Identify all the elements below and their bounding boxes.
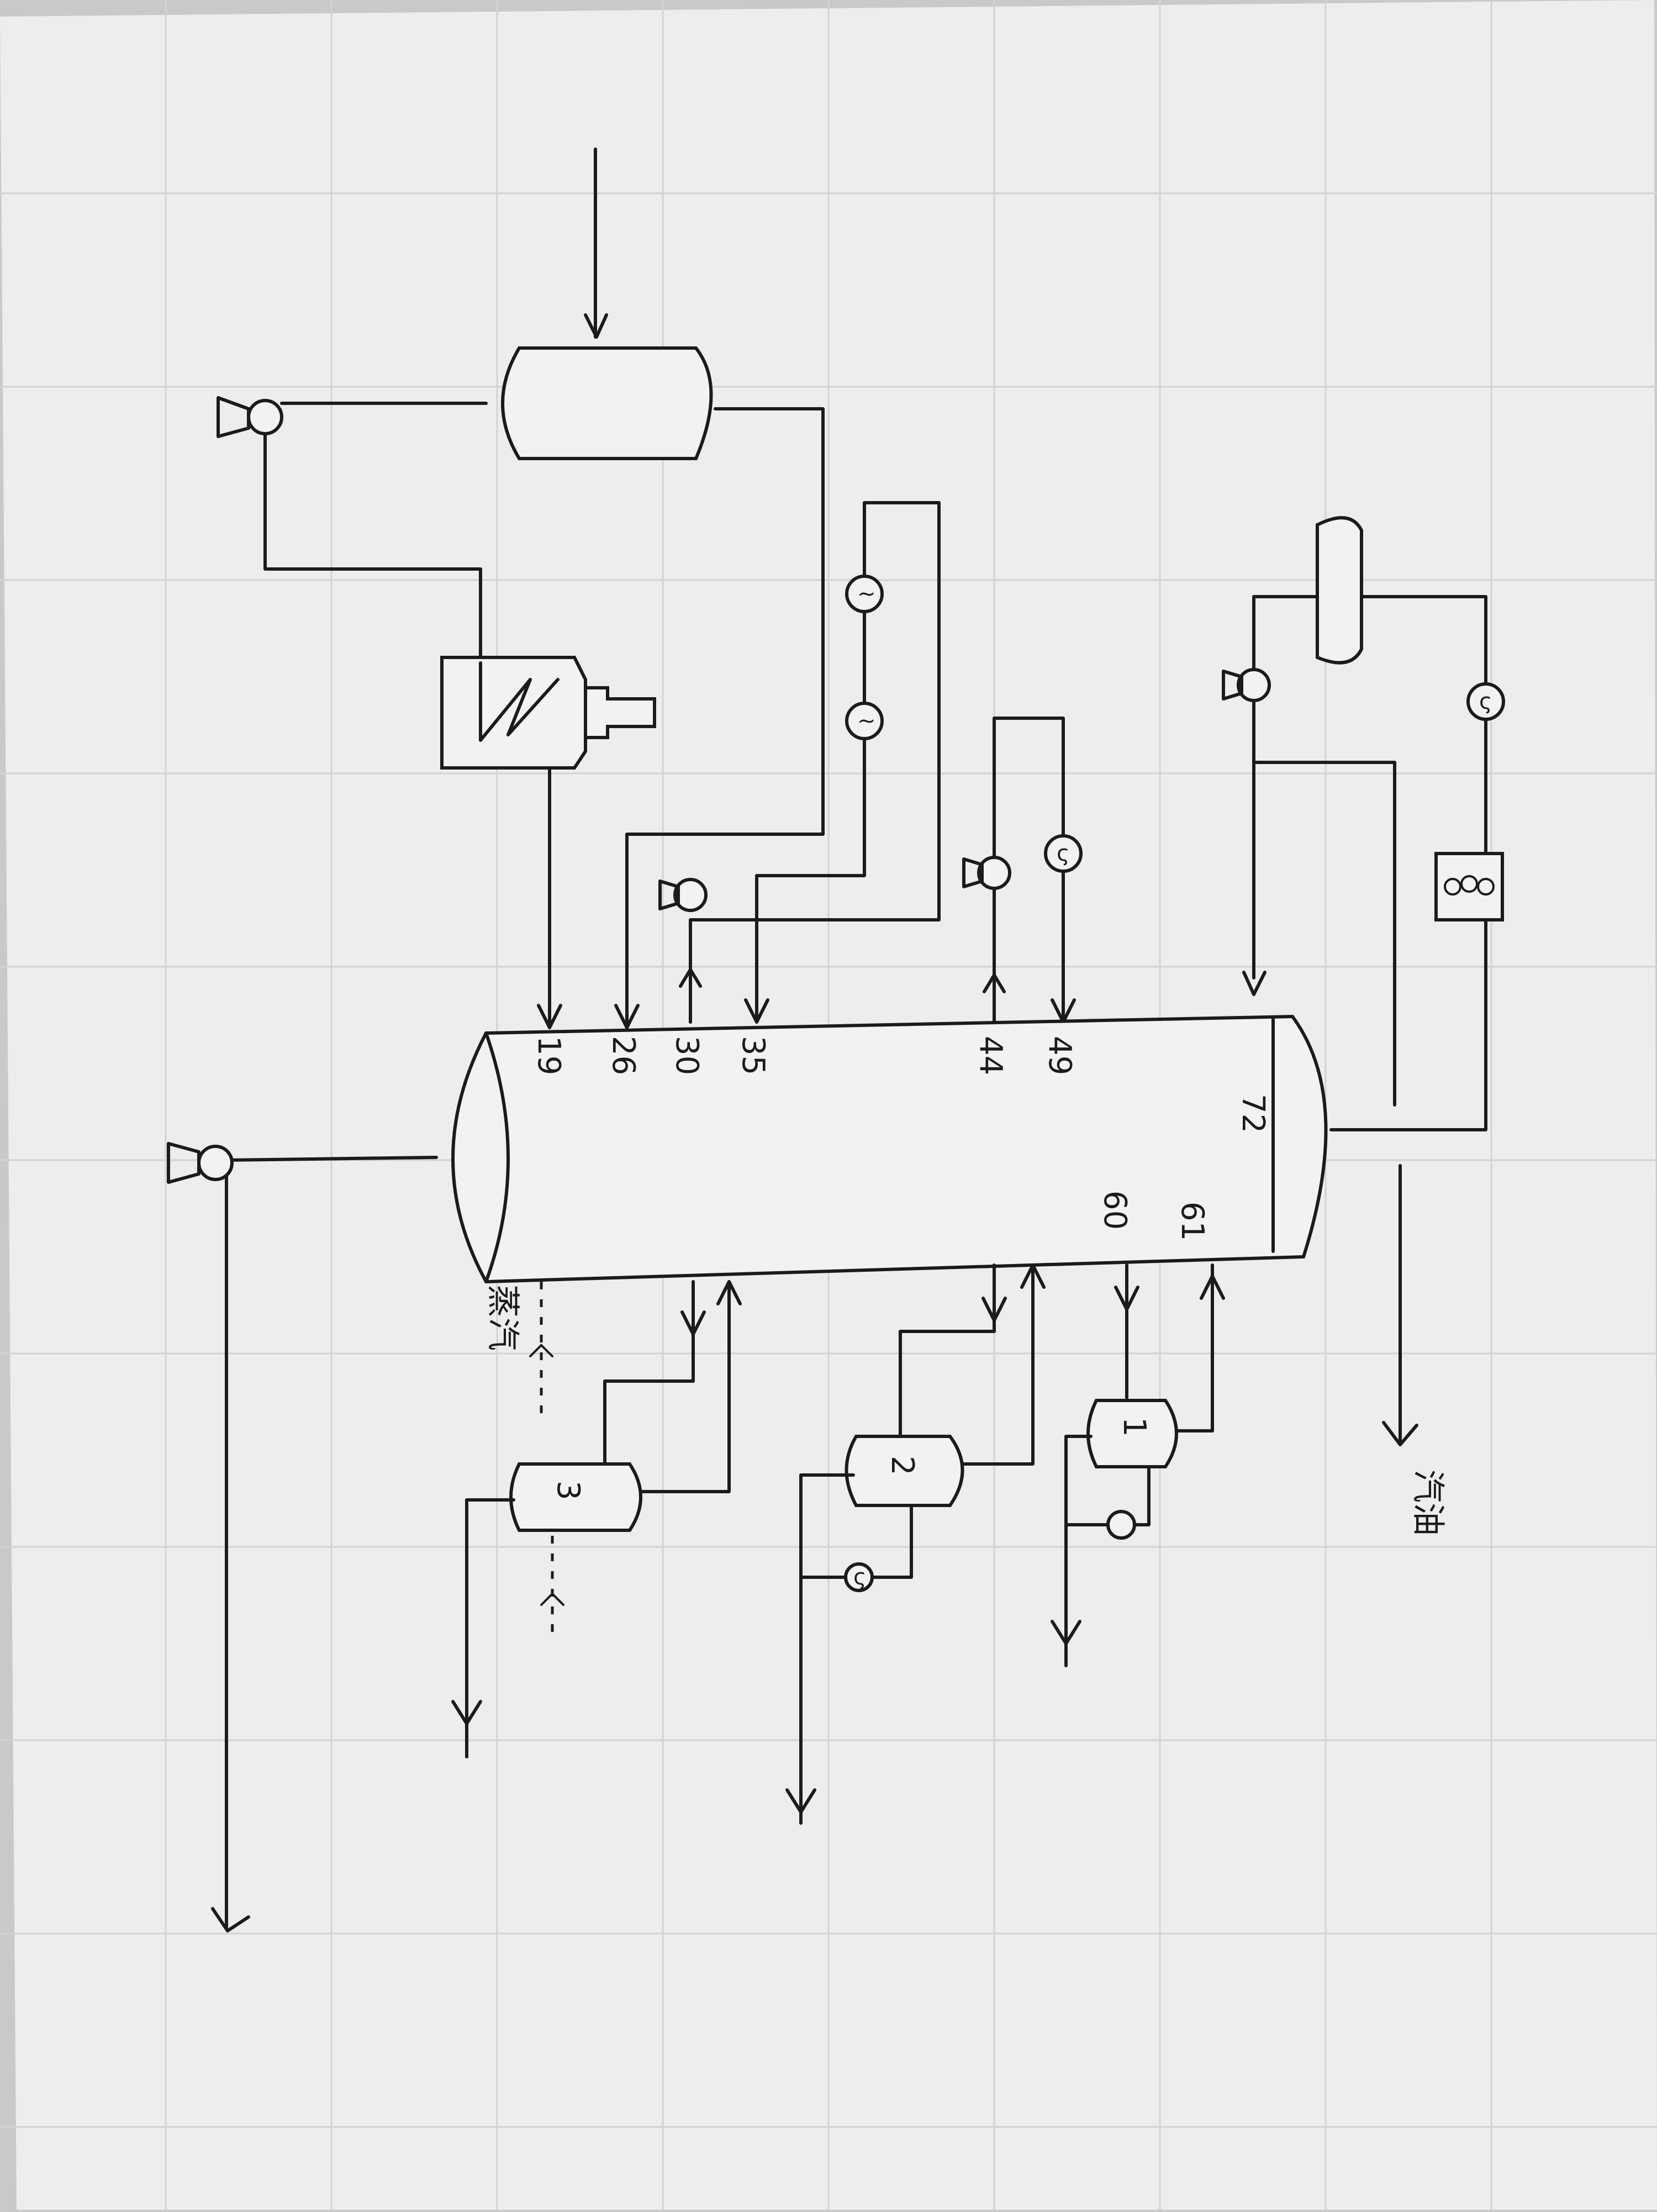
stripper-2-group: 2 <box>785 1263 1046 1825</box>
furnace <box>440 656 587 770</box>
feed-drum <box>501 346 713 460</box>
pump-overhead <box>1237 668 1271 702</box>
exchanger-4 <box>1466 682 1505 721</box>
pump-top-left <box>247 399 283 435</box>
stripper-1-label: 1 <box>1116 1417 1152 1437</box>
gasoline-label: 汽油 <box>1408 1470 1447 1536</box>
feed-drum-group <box>217 148 825 1029</box>
stripper-2-label: 2 <box>884 1456 920 1476</box>
nozzle-44: 44 <box>973 1036 1009 1075</box>
stripper-2 <box>845 1435 964 1507</box>
overhead-drum <box>1316 516 1363 665</box>
exchanger-3-symbol: ς <box>1057 841 1069 866</box>
furnace-group <box>263 432 656 1029</box>
exchanger-1 <box>845 575 884 613</box>
pump-stripper-2 <box>844 1562 874 1592</box>
stripper-3-label: 3 <box>550 1481 586 1500</box>
exchanger-glyphs: ~ ~ ς ς ς <box>853 581 1492 1590</box>
nozzle-49: 49 <box>1042 1036 1078 1075</box>
nozzle-30: 30 <box>669 1036 705 1075</box>
pumparound-30-35 <box>658 501 941 1024</box>
exchanger-3 <box>1044 834 1083 873</box>
overhead-system: 汽油 <box>1222 516 1505 1536</box>
nozzle-19: 19 <box>531 1036 567 1075</box>
pump-44 <box>977 856 1011 890</box>
steam-label: 蒸汽 <box>483 1284 522 1351</box>
pump-30 <box>673 878 708 912</box>
exchanger-4-symbol: ς <box>1479 689 1492 714</box>
nozzle-60: 60 <box>1097 1191 1133 1230</box>
nozzle-26: 26 <box>605 1036 641 1075</box>
stripper-3 <box>509 1462 642 1532</box>
pump-stripper-1 <box>1106 1510 1136 1540</box>
exchanger-1-symbol: ~ <box>857 581 876 607</box>
stripper-1 <box>1086 1399 1178 1468</box>
nozzle-labels: 19 26 30 35 44 49 60 61 72 <box>531 1036 1271 1241</box>
stripper-1-group: 1 <box>1051 1263 1225 1667</box>
nozzle-35: 35 <box>735 1036 771 1075</box>
pump-bottom-left <box>197 1145 234 1181</box>
exchanger-2 <box>845 702 884 740</box>
exchanger-2-symbol: ~ <box>857 708 876 734</box>
nozzle-72: 72 <box>1235 1094 1271 1133</box>
air-cooler <box>1434 852 1504 921</box>
stripper-3-group: 3 蒸汽 <box>451 1280 742 1758</box>
exchanger-5-symbol: ς <box>853 1565 866 1590</box>
fractionator-column <box>451 1014 1328 1284</box>
main-column <box>167 1014 1328 1932</box>
nozzle-61: 61 <box>1174 1202 1210 1241</box>
